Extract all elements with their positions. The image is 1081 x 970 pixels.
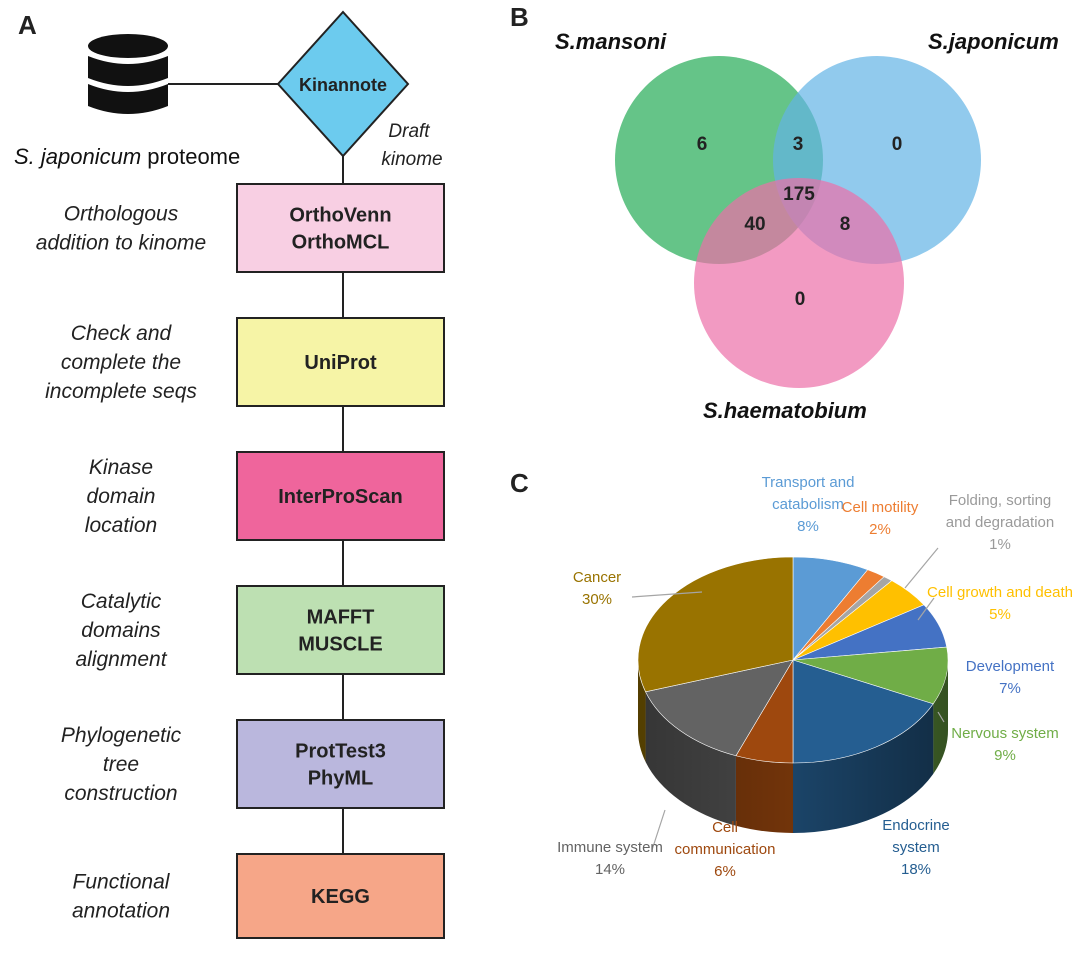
database-icon	[88, 34, 168, 114]
pie-percent-label: 18%	[901, 861, 931, 878]
pie-percent-label: 30%	[582, 591, 612, 608]
pie-leader-line	[937, 711, 945, 723]
pie-category-label: Folding, sorting	[949, 492, 1052, 509]
pie-category-label: Cell motility	[842, 499, 919, 516]
step-tool-label: UniProt	[304, 352, 377, 374]
pie-category-label: Cell	[712, 819, 738, 836]
panel-a: A S. japonicum proteome Kinannote Draft …	[14, 10, 445, 939]
venn-count-only-haematobium: 0	[795, 289, 806, 310]
step-box	[236, 317, 445, 407]
pie-leader-line	[631, 591, 703, 598]
step-description: Kinase	[89, 456, 153, 479]
pie-leader-line	[651, 809, 666, 851]
panel-b: B S.mansoni S.japonicum S.haematobium 6 …	[510, 2, 1059, 423]
step-tool-label: ProtTest3	[295, 741, 386, 763]
venn-count-japonicum-haematobium: 8	[840, 214, 851, 235]
database-label: S. japonicum proteome	[14, 144, 240, 169]
step-box	[236, 451, 445, 541]
step-description: Functional	[73, 871, 171, 894]
venn-count-mansoni-japonicum: 3	[793, 134, 804, 155]
step-box	[236, 183, 445, 273]
step-description: incomplete seqs	[45, 380, 197, 403]
pie-category-label: Cancer	[573, 569, 621, 586]
pie-category-label: system	[892, 839, 940, 856]
pie-percent-label: 1%	[989, 536, 1011, 553]
step-box	[236, 719, 445, 809]
pie-chart: Transport and catabolism 8% Cell motility 2%…	[557, 474, 1073, 880]
venn-circle-haematobium	[694, 178, 904, 388]
panel-label-c: C	[510, 468, 529, 498]
pie-leader-line	[904, 547, 939, 589]
panel-label-b: B	[510, 2, 529, 32]
pie-category-label: and degradation	[946, 514, 1054, 531]
step-description: addition to kinome	[36, 232, 206, 255]
venn-label-mansoni: S.mansoni	[555, 29, 667, 54]
step-tool-label: MUSCLE	[298, 634, 382, 656]
venn-count-all-three: 175	[783, 184, 815, 205]
step-description: annotation	[72, 900, 170, 923]
pie-percent-label: 9%	[994, 747, 1016, 764]
step-box	[236, 585, 445, 675]
venn-count-only-japonicum: 0	[892, 134, 903, 155]
pie-category-label: communication	[675, 841, 776, 858]
panel-label-a: A	[18, 10, 37, 40]
kinannote-label: Kinannote	[299, 75, 387, 95]
step-description: domain	[87, 485, 156, 508]
step-description: Check and	[71, 322, 173, 345]
step-description: tree	[103, 753, 139, 776]
pie-slice	[637, 556, 794, 693]
pie-percent-label: 14%	[595, 861, 625, 878]
pie-category-label: Development	[966, 658, 1055, 675]
step-description: construction	[64, 782, 177, 805]
draft-kinome-line2: kinome	[381, 149, 442, 170]
pie-percent-label: 7%	[999, 680, 1021, 697]
draft-kinome-line1: Draft	[388, 121, 430, 142]
step-description: location	[85, 514, 157, 537]
venn-count-only-mansoni: 6	[697, 134, 708, 155]
step-description: domains	[81, 619, 161, 642]
pie-category-label: Transport and	[762, 474, 855, 491]
pie-percent-label: 2%	[869, 521, 891, 538]
pie-slice	[792, 646, 949, 705]
step-tool-label: MAFFT	[307, 607, 375, 629]
step-description: Catalytic	[81, 590, 162, 613]
venn-label-japonicum: S.japonicum	[928, 29, 1059, 54]
step-tool-label: InterProScan	[278, 486, 402, 508]
panel-c: C Transport and catabolism 8% Cell motility…	[510, 468, 1073, 880]
pie-category-label: Immune system	[557, 839, 663, 856]
step-box	[236, 853, 445, 939]
pie-side-shading	[638, 660, 948, 833]
step-tool-label: KEGG	[311, 886, 370, 908]
step-description: Orthologous	[64, 203, 179, 226]
step-description: Phylogenetic	[61, 724, 182, 747]
venn-label-haematobium: S.haematobium	[703, 398, 867, 423]
venn-count-mansoni-haematobium: 40	[744, 214, 765, 235]
step-description: alignment	[75, 648, 167, 671]
pie-percent-label: 6%	[714, 863, 736, 880]
pie-slice	[792, 659, 934, 764]
pie-percent-label: 5%	[989, 606, 1011, 623]
step-tool-label: OrthoVenn	[289, 205, 391, 227]
pie-leader-line	[917, 597, 935, 621]
pie-category-label: catabolism	[772, 496, 844, 513]
pie-percent-label: 8%	[797, 518, 819, 535]
pie-category-label: Nervous system	[951, 725, 1059, 742]
step-description: complete the	[61, 351, 181, 374]
step-tool-label: PhyML	[308, 768, 374, 790]
pie-category-label: Cell growth and death	[927, 584, 1073, 601]
pie-category-label: Endocrine	[882, 817, 950, 834]
step-tool-label: OrthoMCL	[292, 232, 390, 254]
